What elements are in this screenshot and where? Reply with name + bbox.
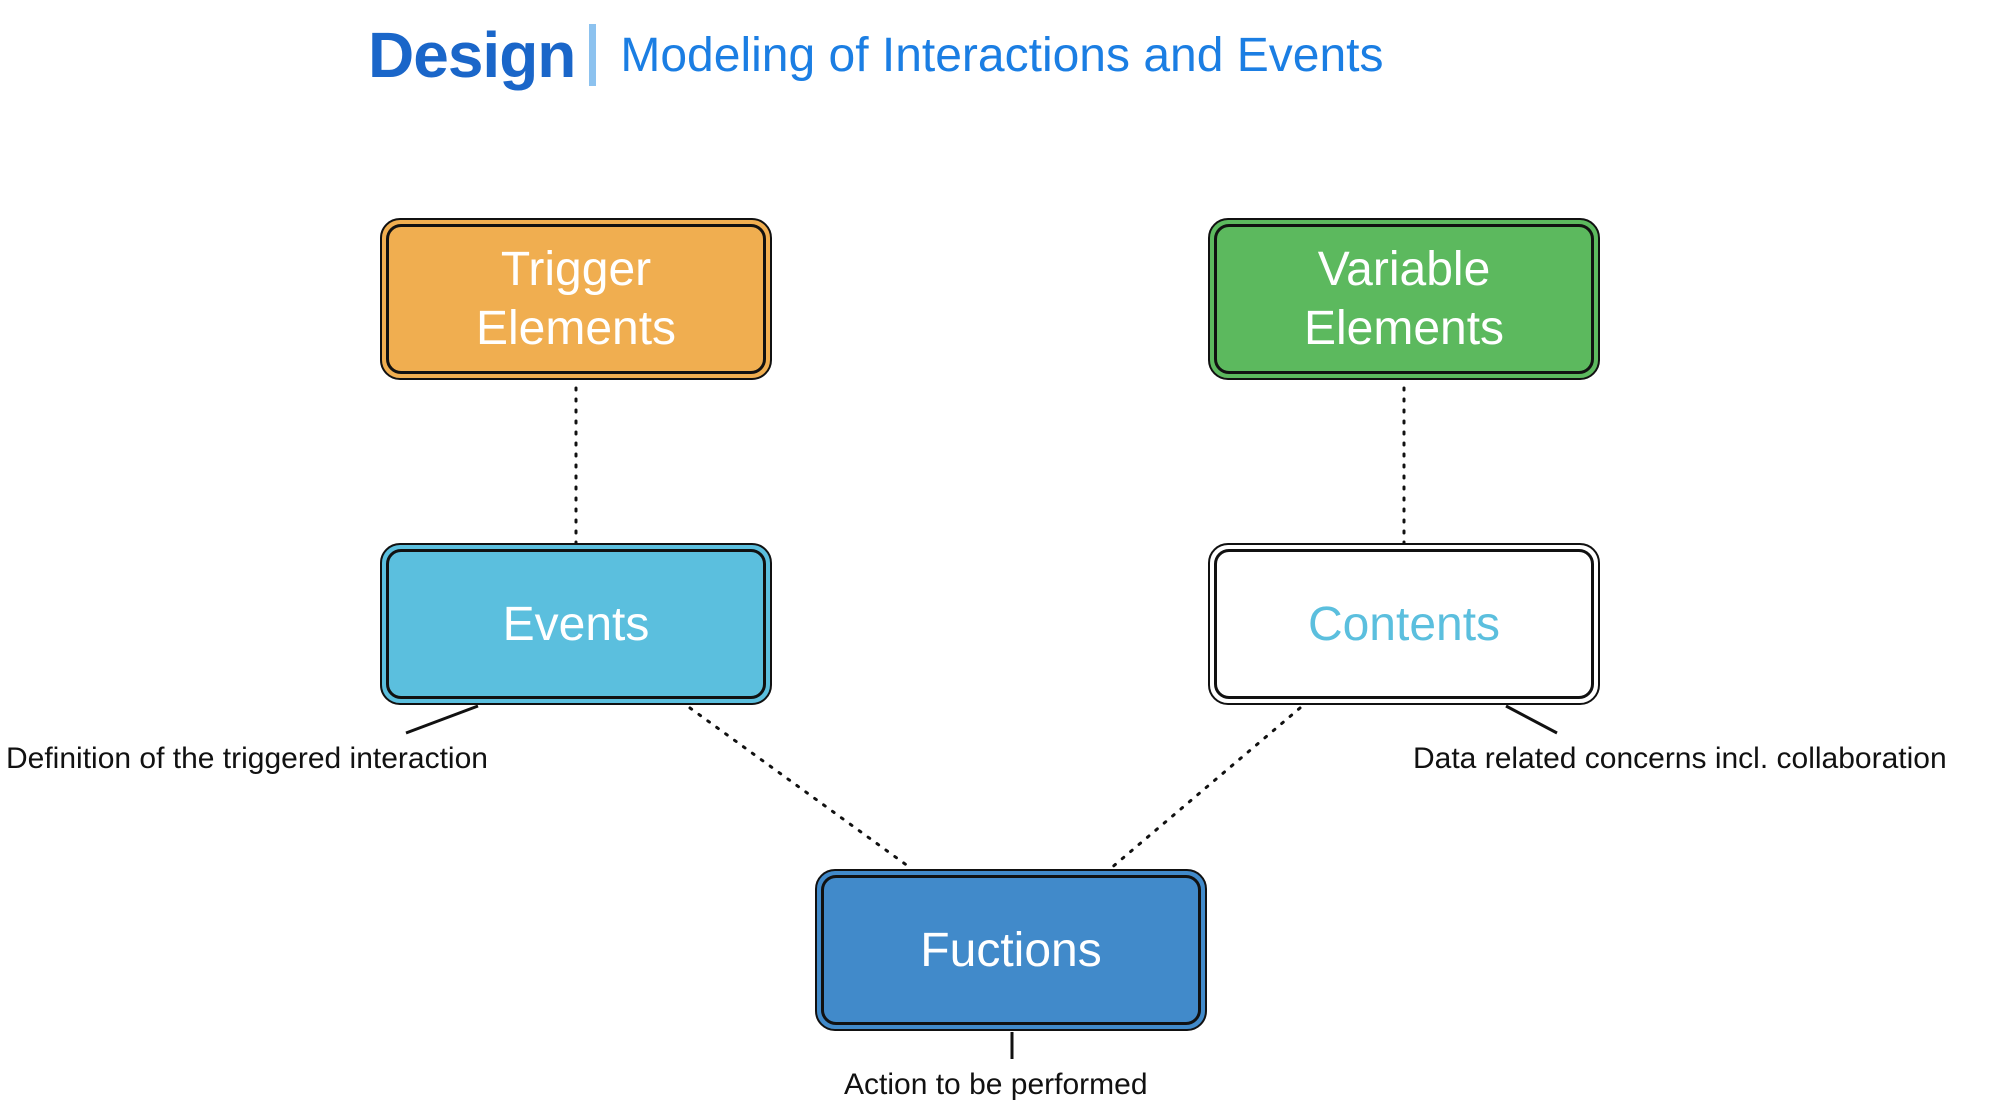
node-variable-elements-label: Variable Elements xyxy=(1214,224,1594,374)
node-functions: Fuctions xyxy=(815,869,1207,1031)
node-events: Events xyxy=(380,543,772,705)
node-trigger-elements-label: Trigger Elements xyxy=(386,224,766,374)
node-variable-elements: Variable Elements xyxy=(1208,218,1600,380)
node-functions-label: Fuctions xyxy=(821,875,1201,1025)
annotation-functions: Action to be performed xyxy=(844,1068,1148,1101)
annotation-contents: Data related concerns incl. collaboratio… xyxy=(1413,742,1947,775)
leader-events-annotation xyxy=(405,704,479,735)
diagram-subtitle: Modeling of Interactions and Events xyxy=(620,28,1384,82)
connector-contents-functions xyxy=(1108,706,1302,871)
leader-contents-annotation xyxy=(1505,704,1558,735)
diagram-header: Design Modeling of Interactions and Even… xyxy=(368,14,1384,96)
annotation-events: Definition of the triggered interaction xyxy=(6,742,488,775)
node-contents-label: Contents xyxy=(1214,549,1594,699)
node-trigger-elements: Trigger Elements xyxy=(380,218,772,380)
connector-events-functions xyxy=(688,706,914,871)
diagram-title: Design xyxy=(368,19,576,91)
node-events-label: Events xyxy=(386,549,766,699)
node-contents: Contents xyxy=(1208,543,1600,705)
title-separator xyxy=(589,24,597,86)
